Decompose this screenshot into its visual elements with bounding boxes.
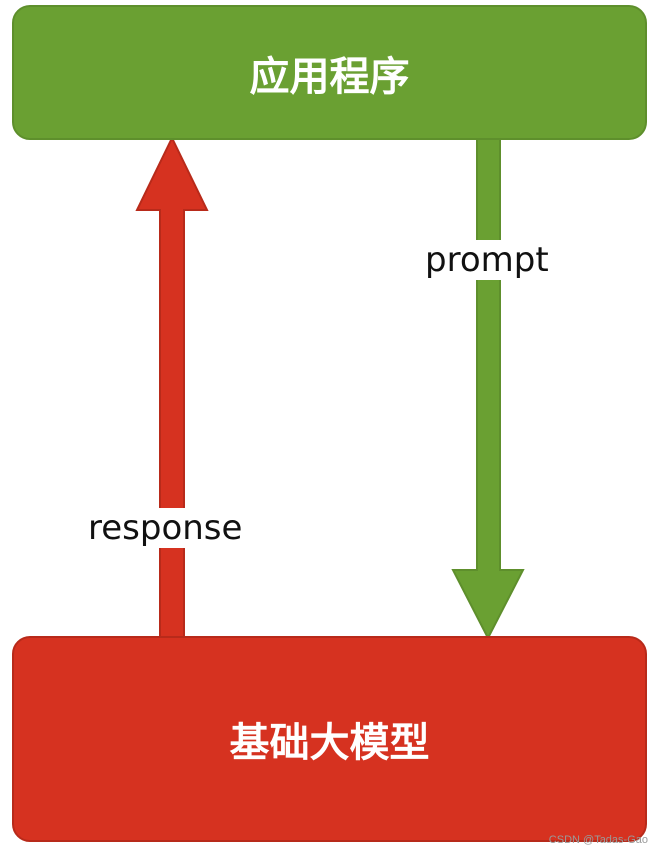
prompt-label: prompt [423,240,551,280]
response-label: response [86,508,245,548]
application-box: 应用程序 [12,5,647,140]
foundation-model-box-label: 基础大模型 [229,720,430,766]
application-box-label: 应用程序 [249,53,410,100]
prompt-arrow [451,137,525,641]
watermark: CSDN @Tadas-Gao [548,834,648,846]
response-arrow [135,135,209,641]
foundation-model-box: 基础大模型 [12,636,647,842]
